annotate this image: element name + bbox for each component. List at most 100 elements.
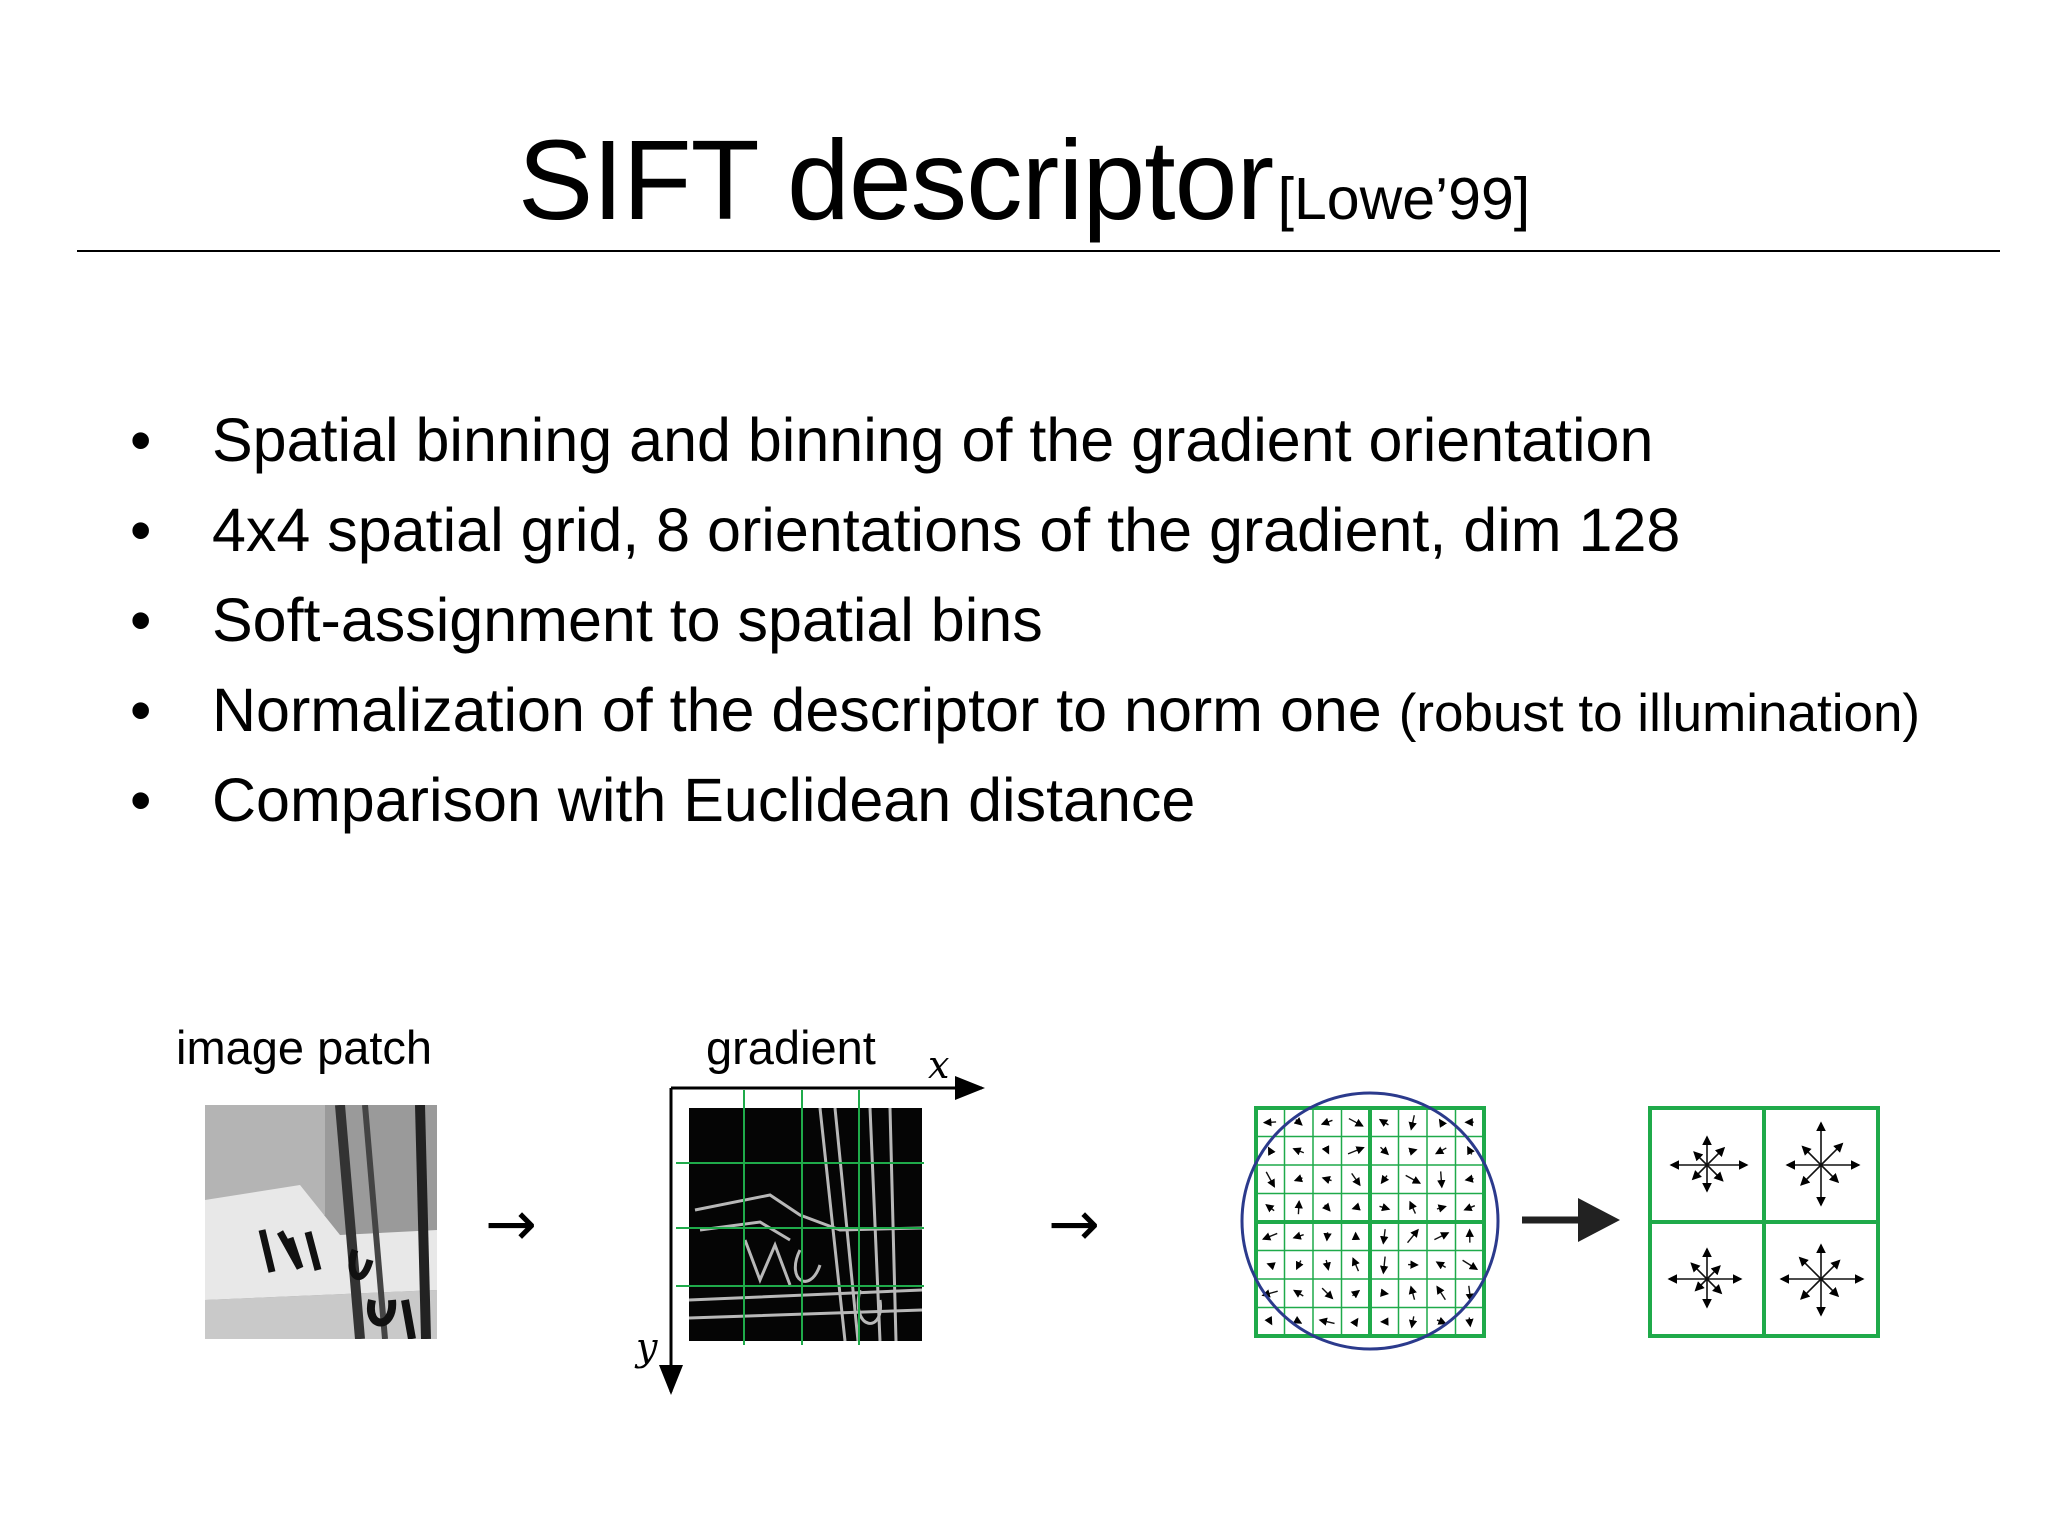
gradient-sample-arrow xyxy=(1265,1171,1275,1188)
bullet-list: • Spatial binning and binning of the grad… xyxy=(130,395,1920,845)
bullet-text: Normalization of the descriptor to norm … xyxy=(212,676,1382,744)
gradient-sample-arrow xyxy=(1293,1117,1303,1126)
gradient-sample-arrow xyxy=(1293,1174,1304,1183)
bold-arrow-icon xyxy=(1522,1198,1620,1242)
gradient-sample-arrow xyxy=(1322,1259,1331,1271)
image-patch-label: image patch xyxy=(176,1021,433,1074)
bullet-text: Spatial binning and binning of the gradi… xyxy=(212,406,1654,474)
orientation-histogram-arrow xyxy=(1706,1146,1726,1166)
gradient-sample-arrow xyxy=(1347,1146,1365,1155)
gradient-sample-arrow xyxy=(1267,1146,1276,1156)
gradient-sample-arrow xyxy=(1408,1285,1417,1300)
orientation-histogram-arrow xyxy=(1820,1142,1844,1166)
title-text: SIFT descriptor xyxy=(517,117,1274,243)
bullet-item: • Comparison with Euclidean distance xyxy=(130,755,1920,845)
gradient-sample-arrow xyxy=(1266,1262,1276,1271)
orientation-sample-grid xyxy=(1254,1106,1486,1338)
gradient-sample-arrow xyxy=(1321,1287,1334,1300)
gradient-sample-arrow xyxy=(1380,1288,1390,1297)
gradient-sample-arrow xyxy=(1380,1146,1390,1156)
bullet-text: Soft-assignment to spatial bins xyxy=(212,586,1043,654)
gaussian-window-circle xyxy=(1240,1091,1500,1351)
gradient-sample-arrow xyxy=(1261,1232,1278,1241)
orientation-histogram-arrow xyxy=(1798,1256,1822,1280)
gradient-sample-arrow xyxy=(1292,1231,1304,1240)
gradient-sample-arrow xyxy=(1435,1261,1447,1270)
bullet-dot: • xyxy=(130,406,152,474)
gradient-sample-arrow xyxy=(1321,1175,1332,1185)
bullet-dot: • xyxy=(130,586,152,654)
gradient-sample-arrow xyxy=(1408,1115,1417,1131)
gradient-sample-arrow xyxy=(1438,1118,1447,1128)
arrow-icon: → xyxy=(1048,1187,1100,1260)
gradient-sample-arrow xyxy=(1379,1203,1391,1212)
gradient-sample-arrows xyxy=(1261,1115,1479,1329)
orientation-histogram-arrow xyxy=(1820,1164,1840,1184)
gradient-sample-arrow xyxy=(1262,1117,1277,1127)
orientation-histogram-arrow xyxy=(1800,1164,1822,1186)
gradient-sample-arrow xyxy=(1379,1256,1389,1275)
title-divider xyxy=(77,250,2000,252)
gradient-sample-arrow xyxy=(1292,1315,1303,1324)
gradient-sample-arrow xyxy=(1408,1147,1418,1156)
descriptor-histograms xyxy=(1648,1106,1880,1338)
orientation-histogram-arrow xyxy=(1801,1145,1822,1166)
gradient-sample-arrow xyxy=(1436,1285,1446,1301)
gradient-sample-arrow xyxy=(1434,1232,1450,1241)
bullet-note: (robust to illumination) xyxy=(1398,684,1921,743)
gradient-sample-arrow xyxy=(1320,1117,1333,1126)
gradient-sample-arrow xyxy=(1294,1199,1303,1215)
gradient-sample-arrow xyxy=(1406,1228,1419,1244)
gradient-sample-arrow xyxy=(1351,1172,1361,1187)
bullet-item: • Spatial binning and binning of the grad… xyxy=(130,395,1920,485)
orientation-histogram-arrow xyxy=(1820,1278,1840,1298)
bullet-item: • Soft-assignment to spatial bins xyxy=(130,575,1920,665)
gradient-sample-arrow xyxy=(1437,1171,1446,1189)
orientation-histogram-arrow xyxy=(1706,1278,1723,1295)
axis-y-label: y xyxy=(634,1325,658,1369)
gradient-label: gradient xyxy=(706,1021,876,1074)
gradient-sample-arrow xyxy=(1465,1317,1474,1328)
gradient-sample-arrow xyxy=(1436,1316,1447,1325)
gradient-sample-arrow xyxy=(1296,1260,1304,1271)
orientation-histogram-arrow xyxy=(1706,1164,1724,1182)
orientation-histogram-arrow xyxy=(1691,1164,1708,1181)
bullet-text: 4x4 spatial grid, 8 orientations of the … xyxy=(212,496,1681,564)
orientation-histogram-arrow xyxy=(1690,1262,1708,1280)
gradient-image xyxy=(689,1108,922,1341)
title-reference: [Lowe’99] xyxy=(1277,166,1531,232)
orientation-histogram-arrow xyxy=(1820,1259,1841,1280)
gradient-sample-arrow xyxy=(1321,1145,1330,1155)
gradient-sample-arrow xyxy=(1463,1203,1476,1212)
orientation-histogram-arrow xyxy=(1706,1265,1721,1280)
gradient-sample-arrow xyxy=(1292,1147,1305,1156)
gradient-sample-arrow xyxy=(1322,1202,1331,1212)
gradient-sample-arrow xyxy=(1293,1289,1304,1298)
orientation-histogram-arrow xyxy=(1694,1278,1708,1292)
axis-x-label: x xyxy=(928,1043,949,1087)
image-patch xyxy=(205,1105,437,1339)
gradient-grid xyxy=(676,1090,924,1345)
gradient-sample-arrow xyxy=(1350,1317,1359,1328)
gradient-sample-arrow xyxy=(1351,1202,1361,1211)
gradient-sample-arrow xyxy=(1405,1174,1422,1184)
gradient-sample-arrow xyxy=(1323,1232,1332,1242)
gradient-sample-arrow xyxy=(1380,1174,1390,1185)
bullet-item: • Normalization of the descriptor to norm… xyxy=(130,665,1920,755)
gradient-sample-arrow xyxy=(1380,1229,1389,1245)
bullet-text: Comparison with Euclidean distance xyxy=(212,766,1196,834)
orientation-histogram-arrow xyxy=(1693,1151,1708,1166)
bullet-item: • 4x4 spatial grid, 8 orientations of the… xyxy=(130,485,1920,575)
gradient-sample-arrow xyxy=(1434,1146,1447,1155)
gradient-sample-arrow xyxy=(1436,1204,1447,1213)
bullet-dot: • xyxy=(130,676,152,744)
gradient-axes xyxy=(659,1076,985,1395)
arrow-icon: → xyxy=(485,1187,537,1260)
gradient-sample-arrow xyxy=(1408,1316,1418,1329)
bullet-dot: • xyxy=(130,496,152,564)
gradient-sample-arrow xyxy=(1351,1257,1360,1272)
bullet-dot: • xyxy=(130,766,152,834)
gradient-sample-arrow xyxy=(1462,1259,1479,1270)
slide-title: SIFT descriptor [Lowe’99] xyxy=(0,115,2048,245)
gradient-sample-arrow xyxy=(1350,1289,1361,1299)
